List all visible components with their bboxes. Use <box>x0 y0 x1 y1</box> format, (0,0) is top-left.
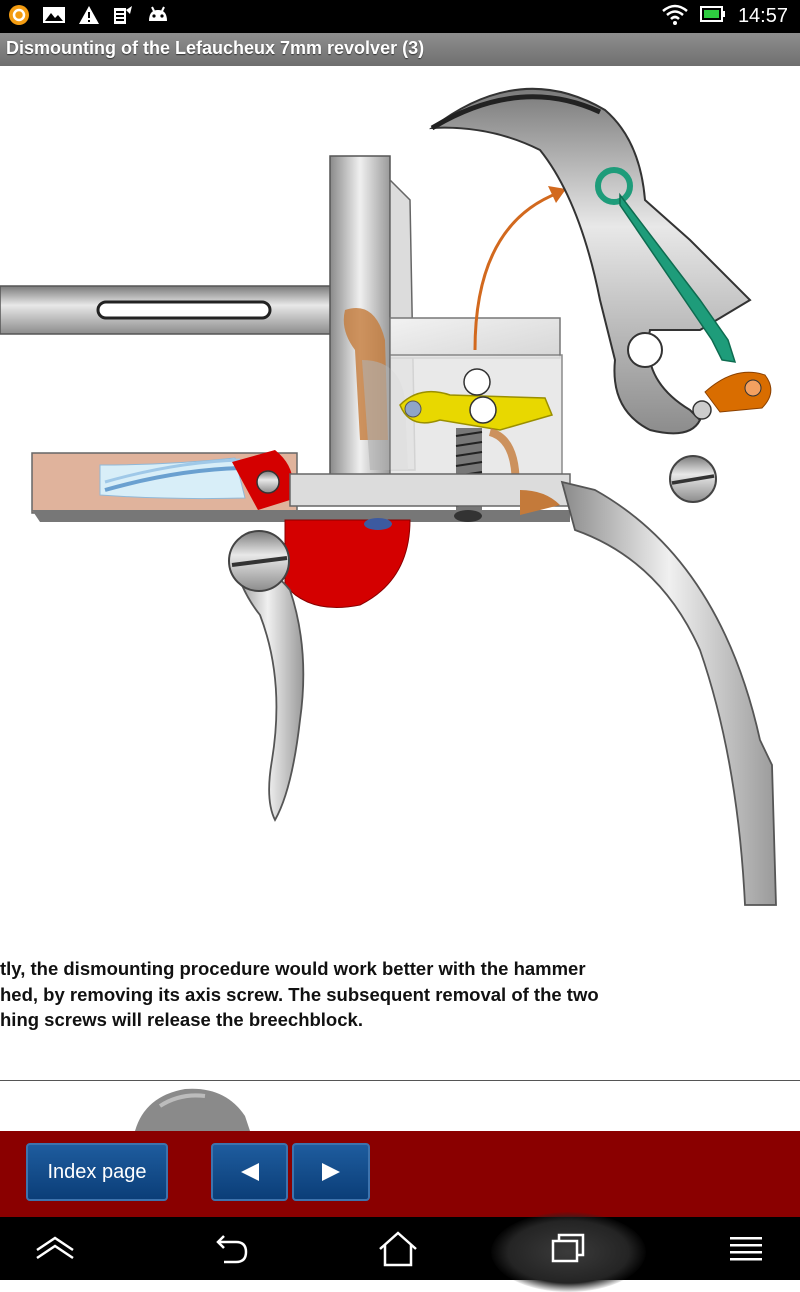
caption-line: hing screws will release the breechblock… <box>0 1009 363 1030</box>
recents-highlight <box>491 1212 646 1292</box>
status-bar: 14:57 <box>0 0 800 33</box>
menu-icon <box>730 1236 762 1260</box>
recents-button[interactable] <box>519 1217 619 1280</box>
home-button[interactable] <box>348 1217 448 1280</box>
mechanism-illustration <box>0 66 800 930</box>
caption-line: tly, the dismounting procedure would wor… <box>0 958 586 979</box>
triangle-left-icon <box>240 1163 259 1181</box>
app-icon <box>8 4 30 30</box>
system-status: 14:57 <box>662 3 788 29</box>
next-image-preview <box>120 1081 260 1131</box>
image-icon <box>42 5 66 29</box>
back-icon <box>216 1234 248 1263</box>
collapse-icon <box>36 1235 74 1259</box>
system-navigation-bar <box>0 1217 800 1280</box>
wifi-icon <box>662 3 688 29</box>
back-button[interactable] <box>180 1217 280 1280</box>
collapse-button[interactable] <box>5 1217 105 1280</box>
battery-icon <box>699 4 726 28</box>
recents-icon <box>551 1233 585 1262</box>
divider <box>0 1080 800 1081</box>
sim-card-icon <box>112 4 134 30</box>
home-icon <box>379 1230 417 1266</box>
notification-icons <box>8 4 170 30</box>
caption-text: tly, the dismounting procedure would wor… <box>0 956 676 1033</box>
clock: 14:57 <box>737 4 788 27</box>
warning-icon <box>78 5 100 29</box>
caption-line: hed, by removing its axis screw. The sub… <box>0 983 599 1005</box>
android-icon <box>146 5 170 29</box>
navigation-bar: Index page <box>0 1131 800 1217</box>
next-page-button[interactable] <box>292 1143 370 1201</box>
previous-page-button[interactable] <box>211 1143 288 1201</box>
triangle-right-icon <box>322 1163 340 1181</box>
index-page-button[interactable]: Index page <box>26 1143 168 1201</box>
title-bar: Dismounting of the Lefaucheux 7mm revolv… <box>0 33 800 66</box>
page-title: Dismounting of the Lefaucheux 7mm revolv… <box>6 38 425 58</box>
menu-button[interactable] <box>696 1217 796 1280</box>
